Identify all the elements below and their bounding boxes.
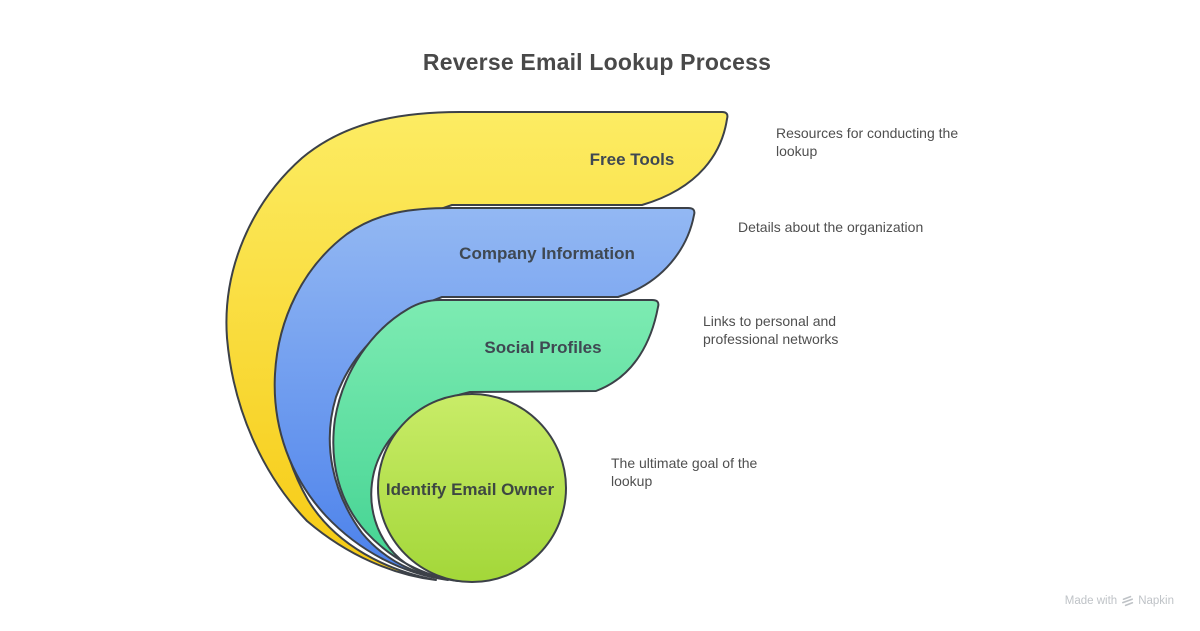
social-profiles-label: Social Profiles (484, 338, 602, 357)
company-information-shape (273, 207, 696, 581)
watermark-brand: Napkin (1138, 595, 1174, 607)
page-title: Reverse Email Lookup Process (422, 49, 772, 75)
identify-email-owner-shape (377, 393, 567, 583)
identify-email-owner-annotation: The ultimate goal of the lookup (611, 455, 758, 489)
watermark: Made with Napkin (1065, 595, 1174, 607)
social-profiles-shape (332, 299, 660, 582)
identify-email-owner-label: Identify Email Owner (385, 480, 555, 499)
napkin-logo-icon (1121, 595, 1134, 607)
company-information-label: Company Information (459, 244, 635, 263)
social-profiles-annotation: Links to personal and professional netwo… (703, 313, 839, 347)
company-information-annotation: Details about the organization (738, 219, 924, 235)
free-tools-label: Free Tools (589, 150, 675, 169)
watermark-prefix: Made with (1064, 595, 1118, 607)
free-tools-annotation: Resources for conducting the lookup (776, 125, 959, 159)
free-tools-shape (225, 111, 729, 581)
